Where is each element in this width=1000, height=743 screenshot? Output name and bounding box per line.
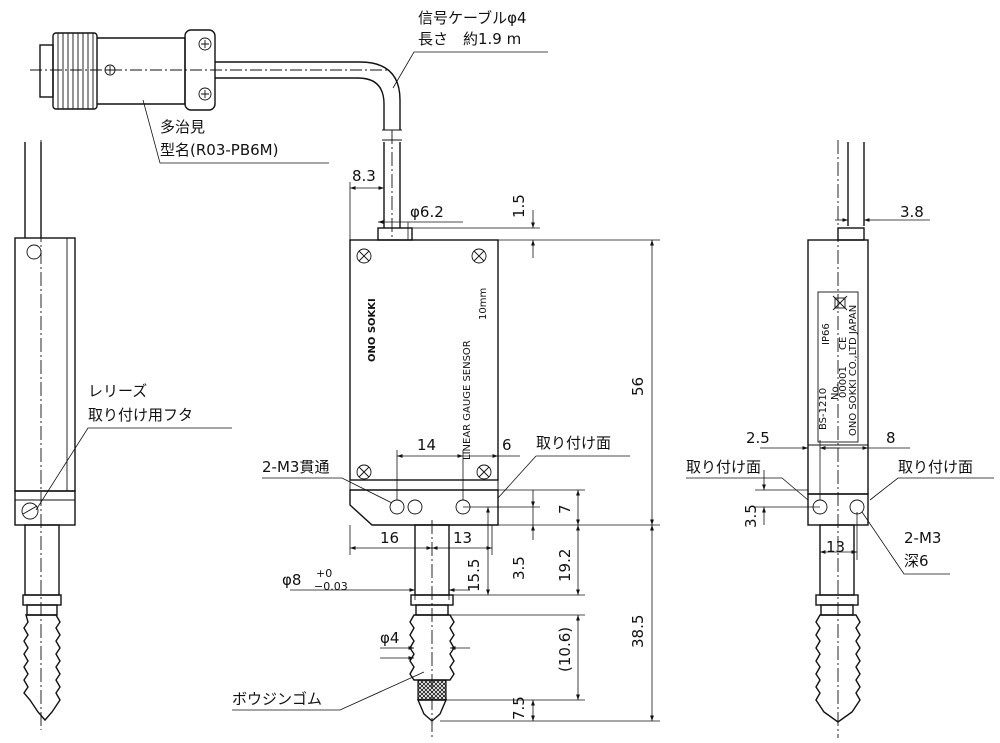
cable-label-line1: 信号ケーブルφ4	[418, 9, 527, 27]
dim-13: 13	[453, 529, 472, 547]
dim-phi-6-2: φ6.2	[410, 203, 444, 221]
recycle-bin-mark	[832, 295, 848, 311]
dim-16: 16	[380, 529, 399, 547]
dim-19-2: 19.2	[556, 549, 574, 582]
dim-7: 7	[556, 504, 574, 514]
connector-label-line1: 多治見	[160, 118, 205, 136]
dim-r-2-5: 2.5	[746, 429, 770, 447]
left-view	[14, 140, 76, 730]
plate-ip-text: IP66	[821, 323, 832, 345]
right-dimensions	[755, 200, 930, 560]
dim-56: 56	[629, 377, 647, 396]
dim-r-8: 8	[886, 429, 896, 447]
cable-label-line2: 長さ 約1.9 m	[418, 30, 521, 48]
connector-drawing	[30, 29, 402, 141]
range-text: 10mm	[478, 288, 489, 320]
dim-1-5: 1.5	[510, 194, 528, 218]
mount-face-label: 取り付け面	[536, 434, 611, 452]
release-label-line1: レリーズ	[88, 382, 147, 400]
mount-face-label-right-2: 取り付け面	[898, 458, 973, 476]
right-view	[807, 140, 869, 738]
plate-serial-text: 00001	[838, 366, 849, 398]
front-view	[349, 130, 499, 738]
dim-6: 6	[502, 436, 512, 454]
release-label-line2: 取り付け用フタ	[88, 406, 193, 424]
dim-tol-lower: −0.03	[314, 580, 348, 593]
front-dimensions	[290, 182, 660, 722]
plate-maker-text: ONO SOKKI CO.,LTD JAPAN	[848, 305, 859, 436]
dim-14: 14	[417, 436, 436, 454]
dim-10-6: (10.6)	[556, 627, 574, 672]
plate-ce-text: CE	[838, 337, 849, 350]
plate-model-text: BS-1210	[818, 388, 829, 430]
dim-38-5: 38.5	[629, 615, 647, 648]
dim-7-5: 7.5	[510, 696, 528, 720]
dim-r-3-8: 3.8	[900, 203, 924, 221]
dim-r-3-5: 3.5	[742, 504, 760, 528]
boot-label: ボウジンゴム	[232, 690, 322, 708]
m3-depth-label-line2: 深6	[904, 552, 929, 570]
dim-tol-upper: +0	[316, 567, 332, 580]
dim-phi-4: φ4	[380, 629, 399, 647]
m3-through-label: 2-M3貫通	[262, 458, 329, 476]
dim-r-13: 13	[826, 538, 845, 556]
brand-logo: ONO SOKKI	[367, 298, 378, 362]
plate-no-label: No.	[830, 383, 841, 400]
mount-face-label-right-1: 取り付け面	[686, 458, 761, 476]
product-model-text: LINEAR GAUGE SENSOR	[462, 340, 473, 460]
connector-label-line2: 型名(R03-PB6M)	[160, 141, 278, 159]
dim-3-5: 3.5	[510, 556, 528, 580]
dim-15-5: 15.5	[465, 559, 483, 592]
dim-8-3: 8.3	[352, 167, 376, 185]
dim-phi-8: φ8	[282, 571, 301, 589]
m3-depth-label-line1: 2-M3	[904, 529, 941, 547]
